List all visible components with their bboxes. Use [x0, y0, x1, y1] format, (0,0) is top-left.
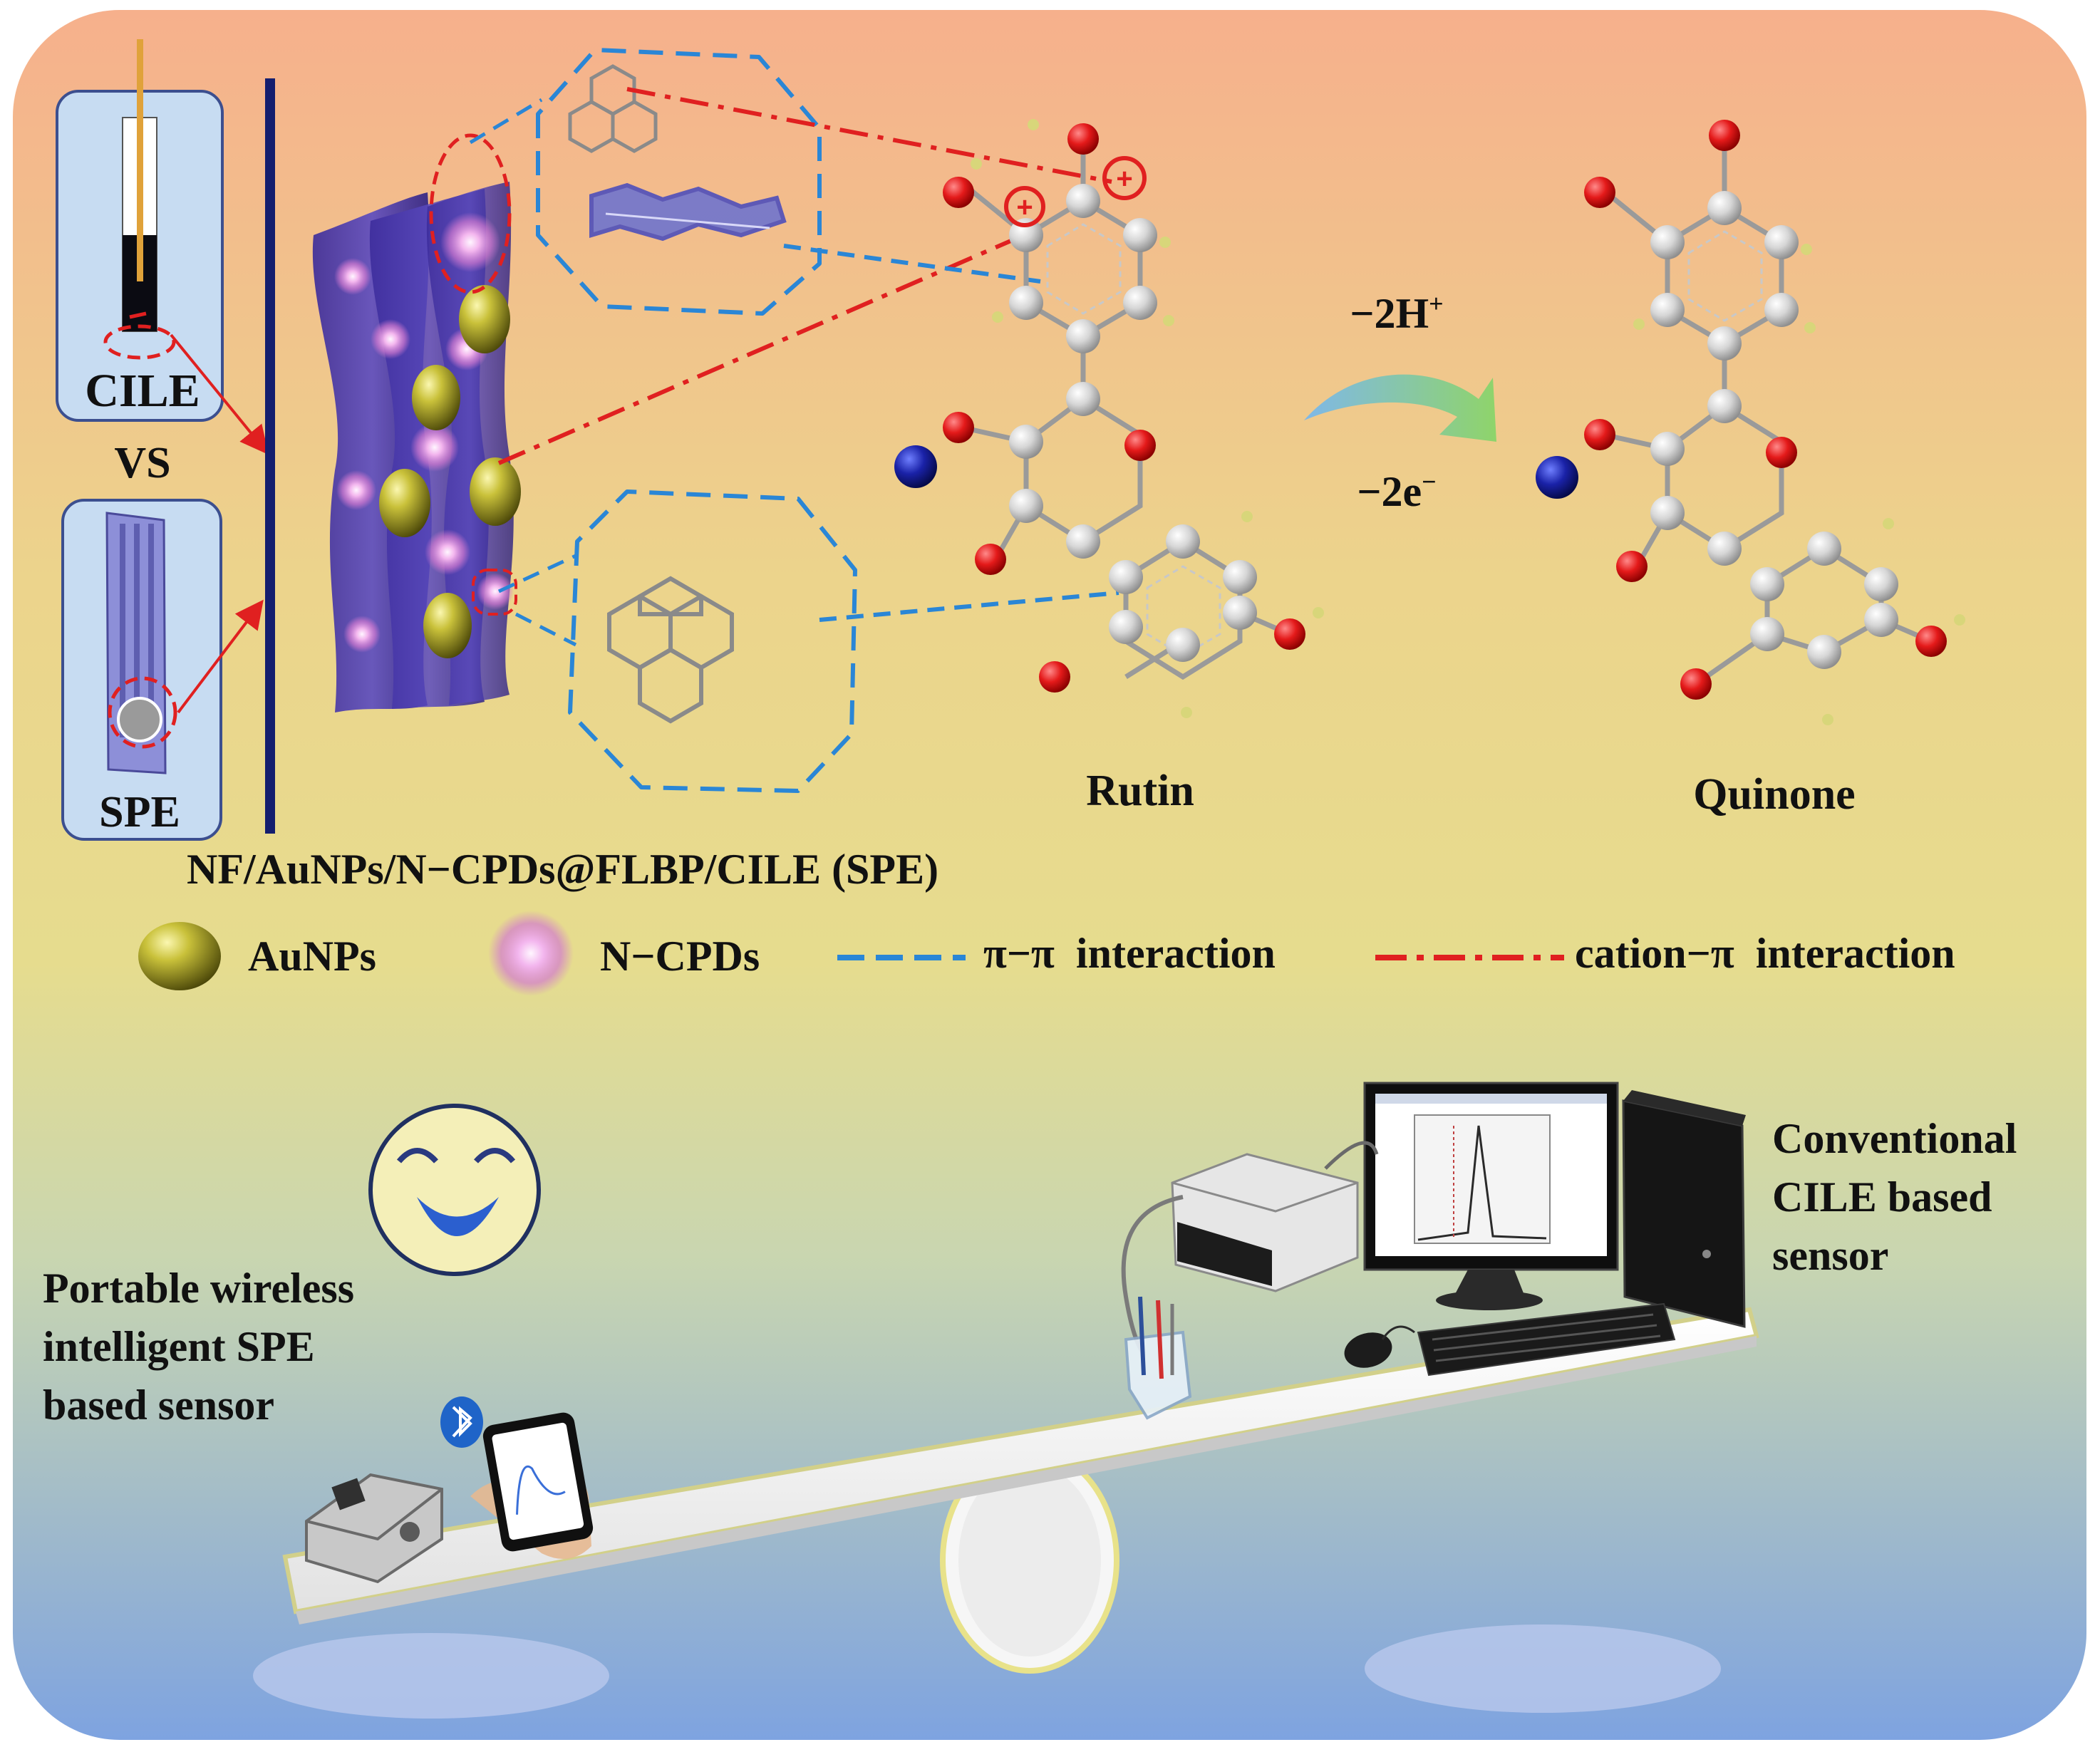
legend: AuNPs N−CPDs π−π interaction cation−π in… — [138, 911, 1955, 996]
pi-pi-line-1 — [783, 244, 1041, 284]
electron-label-text: −2e — [1357, 468, 1422, 515]
vs-label: VS — [114, 439, 170, 487]
shadow-right — [1365, 1624, 1721, 1713]
spe-label: SPE — [99, 788, 180, 836]
cile-label: CILE — [85, 365, 200, 417]
legend-aunps-icon — [138, 922, 221, 990]
seesaw-fulcrum — [940, 1447, 1119, 1674]
portable-line-2: intelligent SPE — [43, 1323, 315, 1370]
background-panel — [13, 10, 2086, 1740]
computer-icon — [1363, 1082, 1746, 1328]
zoom-box-bottom — [568, 489, 857, 793]
proton-label-sup: + — [1429, 289, 1444, 318]
cile-electrode-box: CILE — [56, 39, 224, 422]
electron-label: −2e− — [1357, 467, 1436, 515]
cation-pi-line-1 — [626, 87, 1112, 184]
highlight-ellipse-top — [429, 133, 512, 294]
electron-label-sup: − — [1422, 467, 1437, 496]
smiley-icon — [368, 1104, 541, 1276]
potentiostat-icon — [305, 1473, 443, 1584]
electrode-name: NF/AuNPs/N−CPDs@FLBP/CILE (SPE) — [187, 846, 938, 893]
portable-line-3: based sensor — [43, 1382, 274, 1429]
spe-arrow — [177, 599, 264, 714]
portable-line-1: Portable wireless — [43, 1265, 354, 1312]
rutin-molecule: + + — [894, 119, 1324, 718]
bluetooth-icon — [440, 1396, 483, 1448]
seesaw-board — [282, 1307, 1759, 1624]
legend-cationpi-label: cation−π interaction — [1575, 930, 1955, 977]
smartphone-icon — [470, 1412, 594, 1559]
zoom-connector-1 — [469, 98, 543, 145]
aunp-particles — [379, 285, 521, 658]
proton-label-text: −2H — [1350, 290, 1429, 337]
conventional-line-1: Conventional — [1772, 1115, 2017, 1162]
zoom-connector-2 — [497, 554, 577, 594]
electrode-surface-bar — [265, 78, 275, 834]
legend-pipi-label: π−π interaction — [983, 930, 1276, 977]
rutin-label: Rutin — [1086, 767, 1194, 815]
proton-label: −2H+ — [1350, 289, 1443, 337]
shadow-left — [253, 1633, 609, 1719]
electrochemical-cell — [1124, 1296, 1192, 1420]
reaction-arrow — [1304, 374, 1496, 442]
legend-aunps-label: AuNPs — [248, 933, 376, 980]
pi-pi-line-2 — [819, 591, 1119, 622]
quinone-molecule — [1536, 120, 1965, 725]
cation-mark-1-plus: + — [1016, 192, 1033, 223]
legend-ncpds-icon — [488, 911, 574, 996]
cation-mark-2 — [1102, 156, 1147, 200]
highlight-box-bottom — [472, 569, 517, 616]
conventional-line-3: sensor — [1772, 1232, 1888, 1279]
legend-ncpds-label: N−CPDs — [600, 933, 760, 980]
quinone-label: Quinone — [1693, 770, 1855, 819]
spe-electrode-box: SPE — [61, 499, 222, 841]
cation-mark-2-plus: + — [1116, 163, 1132, 195]
keyboard-icon — [1417, 1302, 1676, 1377]
cile-arrow — [170, 333, 269, 455]
cation-mark-1 — [1004, 186, 1045, 227]
zoom-connector-3 — [514, 612, 577, 647]
conventional-line-2: CILE based — [1772, 1173, 1992, 1220]
zoom-box-top — [536, 48, 822, 316]
mouse-icon — [1344, 1325, 1415, 1368]
ncpd-particles — [334, 212, 514, 653]
